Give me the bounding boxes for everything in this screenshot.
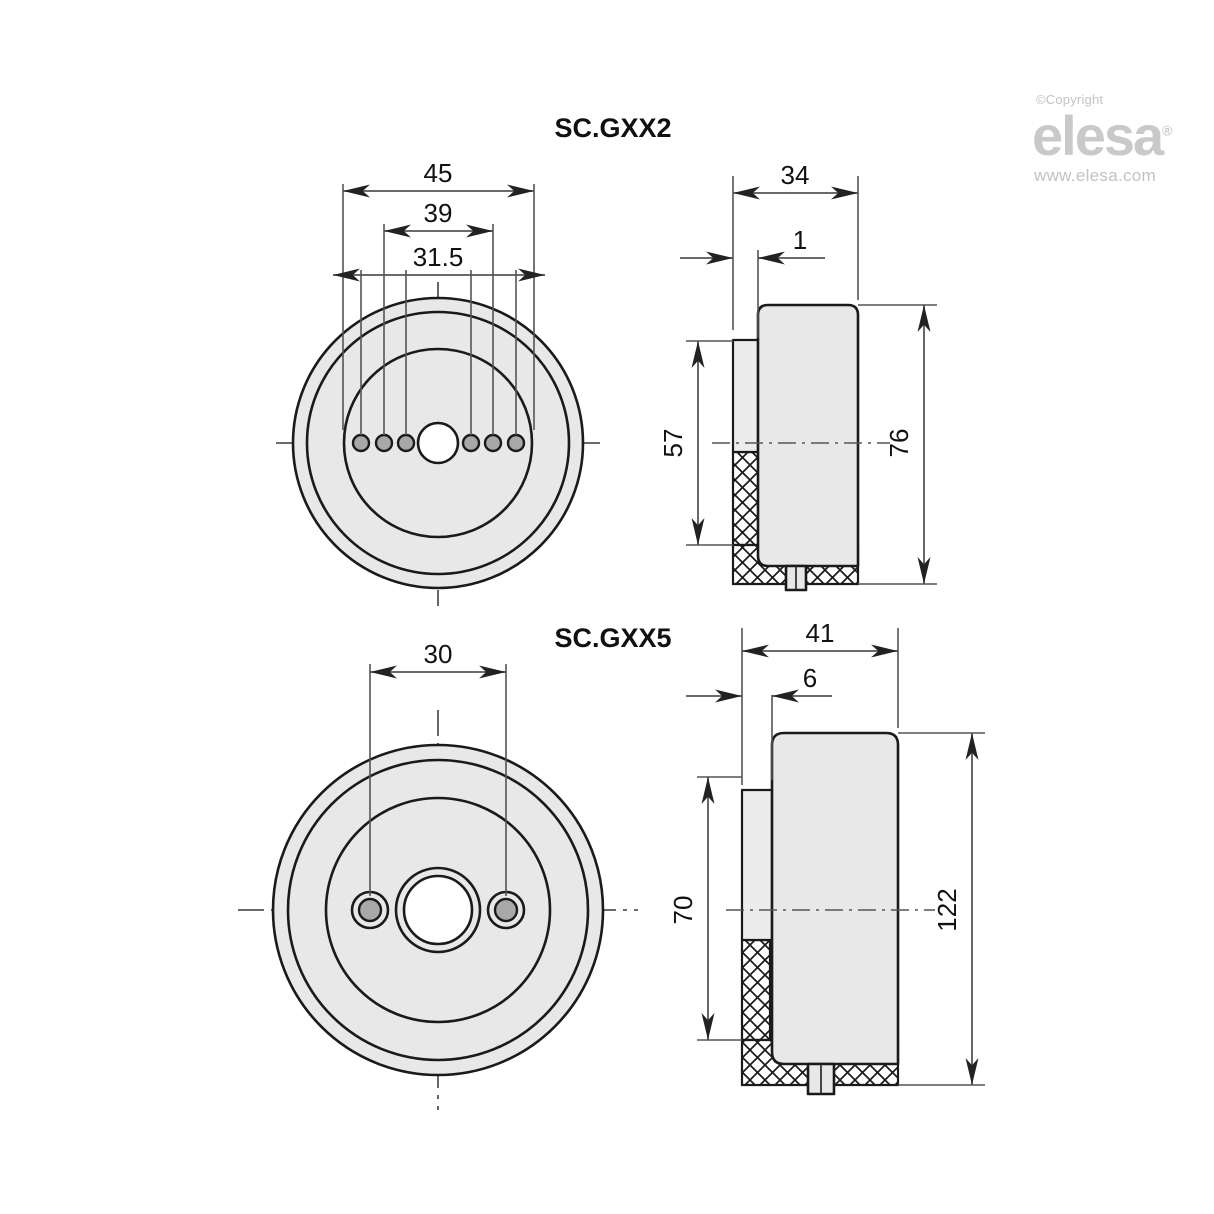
flange-plate: [740, 788, 774, 942]
side-view-scgxx2: 34 1 57 76: [658, 160, 937, 592]
dimension-label: 39: [424, 198, 453, 228]
dimension-57: 57: [658, 341, 705, 545]
center-hole: [402, 874, 474, 946]
elesa-wordmark: elesa®: [1032, 108, 1173, 164]
small-hole: [351, 433, 371, 453]
dimension-label: 45: [424, 158, 453, 188]
dimension-1: 1: [680, 225, 825, 338]
body-profile: [770, 731, 900, 1066]
dimension-45: 45: [343, 158, 534, 198]
small-hole: [396, 433, 416, 453]
dimension-label: 122: [932, 888, 962, 931]
front-view-scgxx5: 30: [238, 639, 638, 1110]
front-view-scgxx2: 45 39 31.5: [276, 158, 600, 606]
dimension-label: 41: [806, 618, 835, 648]
dimension-41: 41: [742, 618, 898, 658]
view-title-scgxx5: SC.GXX5: [554, 623, 671, 653]
small-hole: [357, 897, 383, 923]
view-title-scgxx2: SC.GXX2: [554, 113, 671, 143]
copyright-notice: ©Copyright: [1036, 92, 1104, 107]
center-hole: [416, 421, 460, 465]
wordmark-text: elesa: [1032, 104, 1164, 167]
dimension-39: 39: [384, 198, 493, 238]
dimension-label: 6: [803, 663, 817, 693]
dimension-31-5: 31.5: [333, 242, 545, 282]
dimension-76: 76: [884, 305, 931, 584]
dimension-label: 1: [793, 225, 807, 255]
dimension-70: 70: [668, 777, 715, 1040]
dimension-label: 76: [884, 429, 914, 458]
body-profile: [756, 303, 860, 568]
side-view-scgxx5: 41 6 70 122: [668, 618, 985, 1096]
elesa-logo-block: ©Copyright elesa® www.elesa.com: [1026, 92, 1192, 186]
middle-circle: [305, 310, 571, 576]
dimension-30: 30: [370, 639, 506, 679]
hatch-seal-left: [731, 450, 762, 547]
small-hole: [461, 433, 481, 453]
small-hole: [374, 433, 394, 453]
dimension-label: 34: [781, 160, 810, 190]
small-hole: [493, 897, 519, 923]
dimension-label: 70: [668, 896, 698, 925]
elesa-url: www.elesa.com: [1034, 165, 1156, 185]
dimension-label: 30: [424, 639, 453, 669]
dimension-34: 34: [733, 160, 858, 200]
hatch-seal-left: [740, 938, 772, 1042]
inner-circle: [342, 347, 534, 539]
dimension-6: 6: [686, 663, 832, 780]
registered-trademark-icon: ®: [1162, 122, 1173, 139]
small-hole: [483, 433, 503, 453]
flange-plate: [731, 338, 760, 454]
dimension-122: 122: [932, 733, 979, 1085]
dimension-label: 57: [658, 429, 688, 458]
dimension-label: 31.5: [413, 242, 464, 272]
small-hole: [506, 433, 526, 453]
middle-circle: [286, 758, 590, 1062]
inner-circle: [324, 796, 552, 1024]
